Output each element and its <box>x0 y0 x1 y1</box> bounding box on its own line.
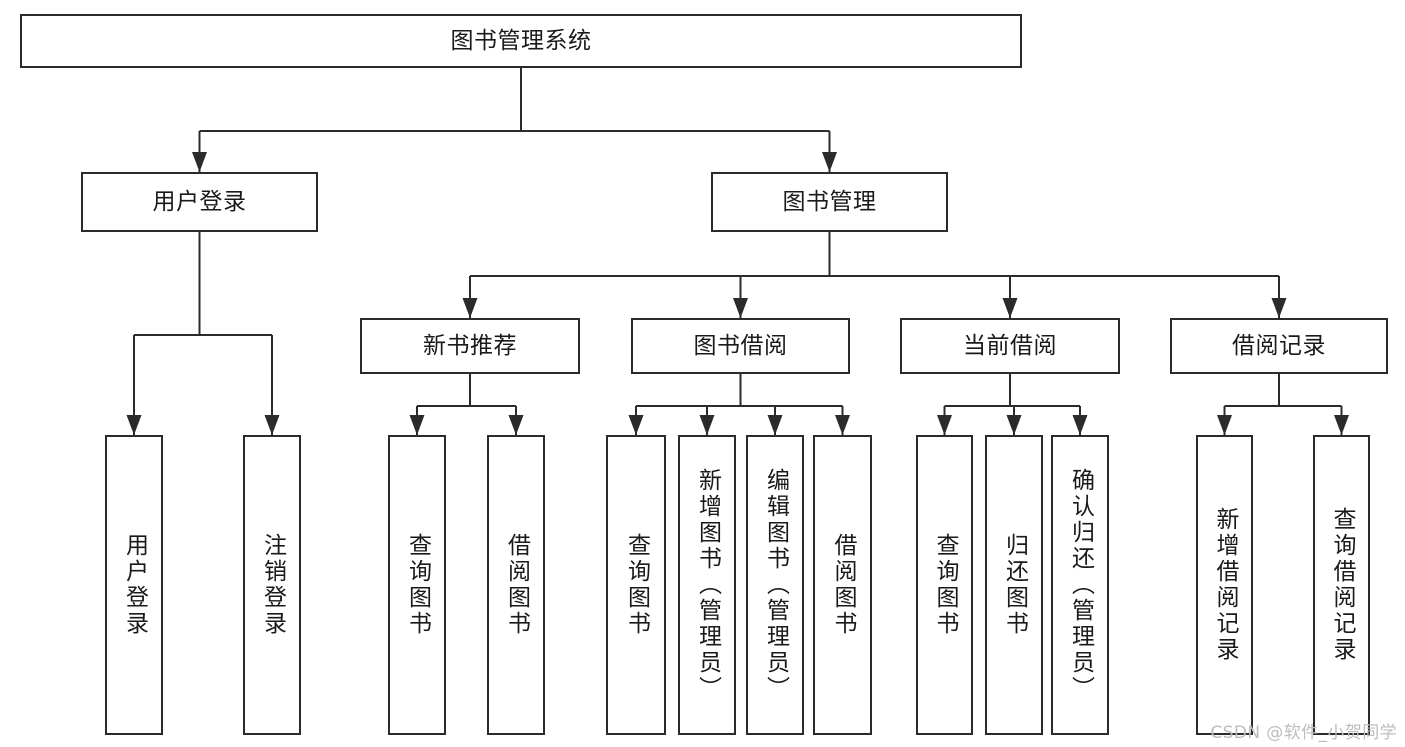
node-label-bookmgmt: 图书管理 <box>782 188 877 215</box>
node-newbook[interactable]: 新书推荐 <box>360 318 580 374</box>
node-borrow-4[interactable]: 借阅图书 <box>813 435 872 735</box>
arrow-head-icon-bookmgmt <box>822 152 837 172</box>
node-records[interactable]: 借阅记录 <box>1170 318 1388 374</box>
arrow-head-icon-borrow-1 <box>628 415 644 435</box>
arrow-head-icon-borrow-3 <box>767 415 783 435</box>
node-records-1[interactable]: 新增借阅记录 <box>1196 435 1253 735</box>
node-newbook-2[interactable]: 借阅图书 <box>487 435 545 735</box>
node-current-3[interactable]: 确认归还（管理员） <box>1051 435 1109 735</box>
node-label-borrow-2: 新增图书（管理员） <box>694 468 721 702</box>
node-borrow-1[interactable]: 查询图书 <box>606 435 666 735</box>
node-label-newbook: 新书推荐 <box>423 332 517 359</box>
arrow-head-icon-current <box>1002 298 1018 318</box>
node-label-borrow-1: 查询图书 <box>623 533 650 637</box>
node-label-current-3: 确认归还（管理员） <box>1067 468 1094 702</box>
arrow-head-icon-records-2 <box>1334 415 1349 435</box>
arrow-head-icon-current-3 <box>1072 415 1088 435</box>
node-label-current-1: 查询图书 <box>932 533 958 637</box>
arrow-head-icon-records-1 <box>1217 415 1232 435</box>
node-label-login-1: 用户登录 <box>121 533 148 637</box>
node-borrow-3[interactable]: 编辑图书（管理员） <box>746 435 804 735</box>
arrow-head-icon-borrow-2 <box>699 415 715 435</box>
node-current[interactable]: 当前借阅 <box>900 318 1120 374</box>
node-label-login-2: 注销登录 <box>259 533 286 637</box>
node-label-newbook-2: 借阅图书 <box>503 533 530 637</box>
node-records-2[interactable]: 查询借阅记录 <box>1313 435 1370 735</box>
node-label-borrow-4: 借阅图书 <box>830 533 856 637</box>
node-label-records-2: 查询借阅记录 <box>1329 507 1355 663</box>
arrow-head-icon-records <box>1271 298 1287 318</box>
arrow-head-icon-newbook-1 <box>409 415 425 435</box>
node-root[interactable]: 图书管理系统 <box>20 14 1022 68</box>
node-current-1[interactable]: 查询图书 <box>916 435 973 735</box>
node-label-current: 当前借阅 <box>963 332 1057 359</box>
node-newbook-1[interactable]: 查询图书 <box>388 435 446 735</box>
node-label-login: 用户登录 <box>152 188 247 215</box>
node-label-borrow: 图书借阅 <box>693 332 788 359</box>
node-borrow-2[interactable]: 新增图书（管理员） <box>678 435 736 735</box>
node-label-records: 借阅记录 <box>1232 332 1326 359</box>
arrow-head-icon-login <box>192 152 207 172</box>
node-login[interactable]: 用户登录 <box>81 172 318 232</box>
node-label-newbook-1: 查询图书 <box>404 533 431 637</box>
node-borrow[interactable]: 图书借阅 <box>631 318 850 374</box>
node-label-borrow-3: 编辑图书（管理员） <box>762 468 789 702</box>
arrow-head-icon-current-1 <box>937 415 952 435</box>
arrow-head-icon-borrow <box>733 298 748 318</box>
arrow-head-icon-borrow-4 <box>835 415 850 435</box>
node-current-2[interactable]: 归还图书 <box>985 435 1043 735</box>
arrow-head-icon-newbook <box>462 298 478 318</box>
node-login-2[interactable]: 注销登录 <box>243 435 301 735</box>
arrow-head-icon-current-2 <box>1006 415 1022 435</box>
node-label-records-1: 新增借阅记录 <box>1212 507 1238 663</box>
arrow-head-icon-login-2 <box>264 415 280 435</box>
arrow-head-icon-newbook-2 <box>508 415 524 435</box>
arrow-head-icon-login-1 <box>126 415 142 435</box>
node-label-current-2: 归还图书 <box>1001 533 1028 637</box>
node-bookmgmt[interactable]: 图书管理 <box>711 172 948 232</box>
node-label-root: 图书管理系统 <box>450 27 592 54</box>
node-login-1[interactable]: 用户登录 <box>105 435 163 735</box>
